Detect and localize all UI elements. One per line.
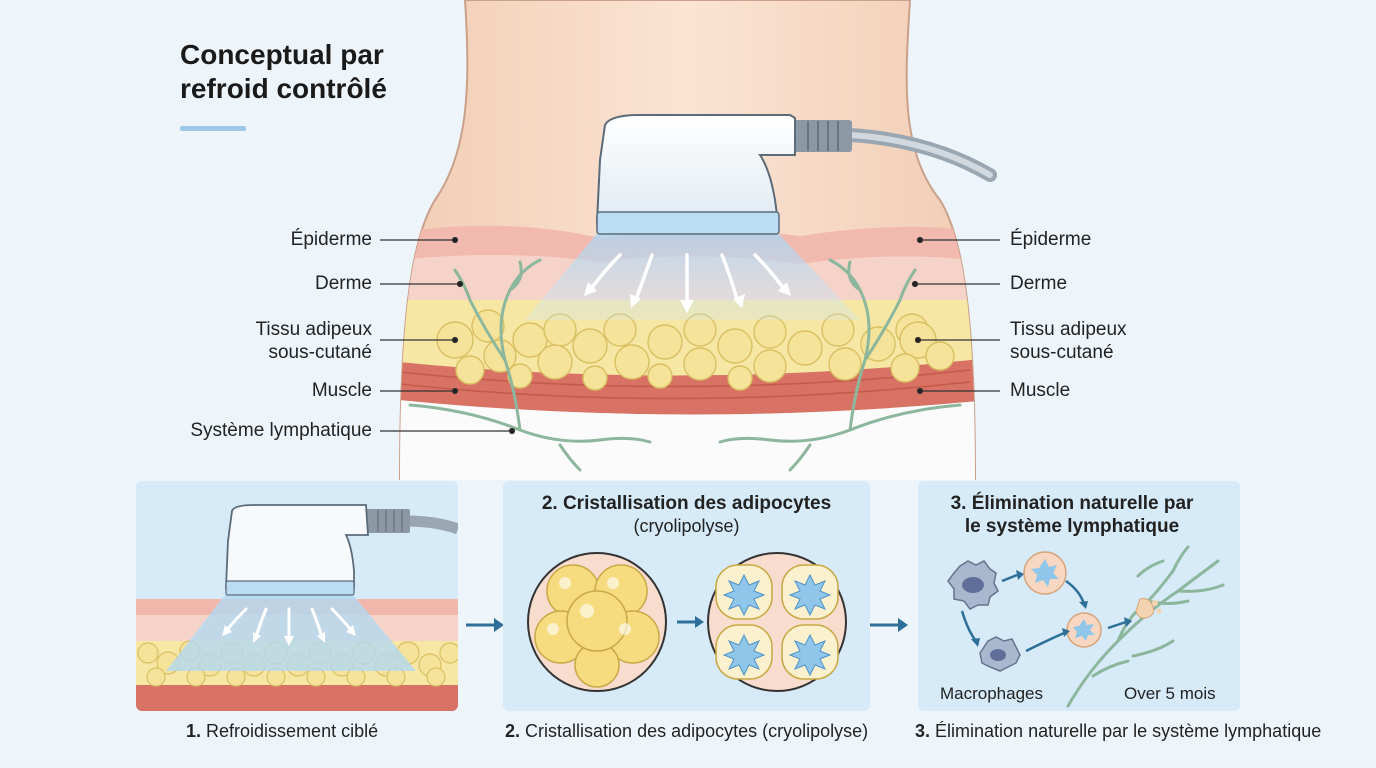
page-title: Conceptual par refroid contrôlé — [180, 38, 500, 106]
label-muscle-left: Muscle — [311, 380, 372, 401]
panel-2-subtitle: (cryolipolyse) — [633, 516, 740, 536]
label-fat-left-2: sous-cutané — [268, 342, 372, 363]
lymph-vessels — [408, 258, 962, 472]
label-lymph-left: Système lymphatique — [190, 420, 372, 441]
label-fat-left-1: Tissu adipeux — [255, 319, 372, 340]
label-epidermis-left: Épiderme — [290, 229, 372, 250]
caption-step-2-text: Cristallisation des adipocytes (cryolipo… — [525, 721, 869, 741]
panel-step-1 — [136, 481, 458, 711]
label-dermis-right: Derme — [1010, 273, 1068, 294]
duration-label: Over 5 mois — [1124, 684, 1216, 703]
caption-step-1-number: 1. — [186, 721, 202, 741]
panel-2-title: 2. Cristallisation des adipocytes — [541, 493, 832, 514]
caption-step-1: 1. Refroidissement ciblé — [186, 721, 378, 742]
title-underline — [180, 126, 246, 131]
panel-3-title-2: le système lymphatique — [964, 516, 1180, 537]
panel-3-title-1: 3. Élimination naturelle par — [950, 493, 1194, 514]
arrow-step-1-to-2 — [466, 618, 504, 632]
panel-1-illustration — [136, 504, 458, 711]
label-leaders — [380, 236, 1000, 435]
label-muscle-right: Muscle — [1010, 380, 1071, 401]
caption-step-1-text: Refroidissement ciblé — [206, 721, 379, 741]
title-line-2: refroid contrôlé — [180, 73, 387, 104]
caption-step-3: 3. Élimination naturelle par le système … — [915, 721, 1321, 742]
cold-zone — [525, 230, 860, 320]
title-line-1: Conceptual par — [180, 39, 384, 70]
panel-3-illustration — [947, 545, 1225, 708]
caption-step-3-text: Élimination naturelle par le système lym… — [935, 721, 1322, 741]
caption-step-2: 2. Cristallisation des adipocytes (cryol… — [505, 721, 868, 742]
label-epidermis-right: Épiderme — [1010, 229, 1092, 250]
macrophages-label: Macrophages — [940, 684, 1044, 703]
label-fat-right-1: Tissu adipeux — [1010, 319, 1127, 340]
caption-step-3-number: 3. — [915, 721, 931, 741]
cooling-applicator — [595, 114, 852, 235]
caption-step-2-number: 2. — [505, 721, 521, 741]
panel-2-illustration — [527, 552, 847, 692]
arrow-step-2-to-3 — [870, 618, 908, 632]
main-illustration — [380, 0, 1000, 480]
label-fat-right-2: sous-cutané — [1010, 342, 1114, 363]
label-dermis-left: Derme — [314, 273, 372, 294]
